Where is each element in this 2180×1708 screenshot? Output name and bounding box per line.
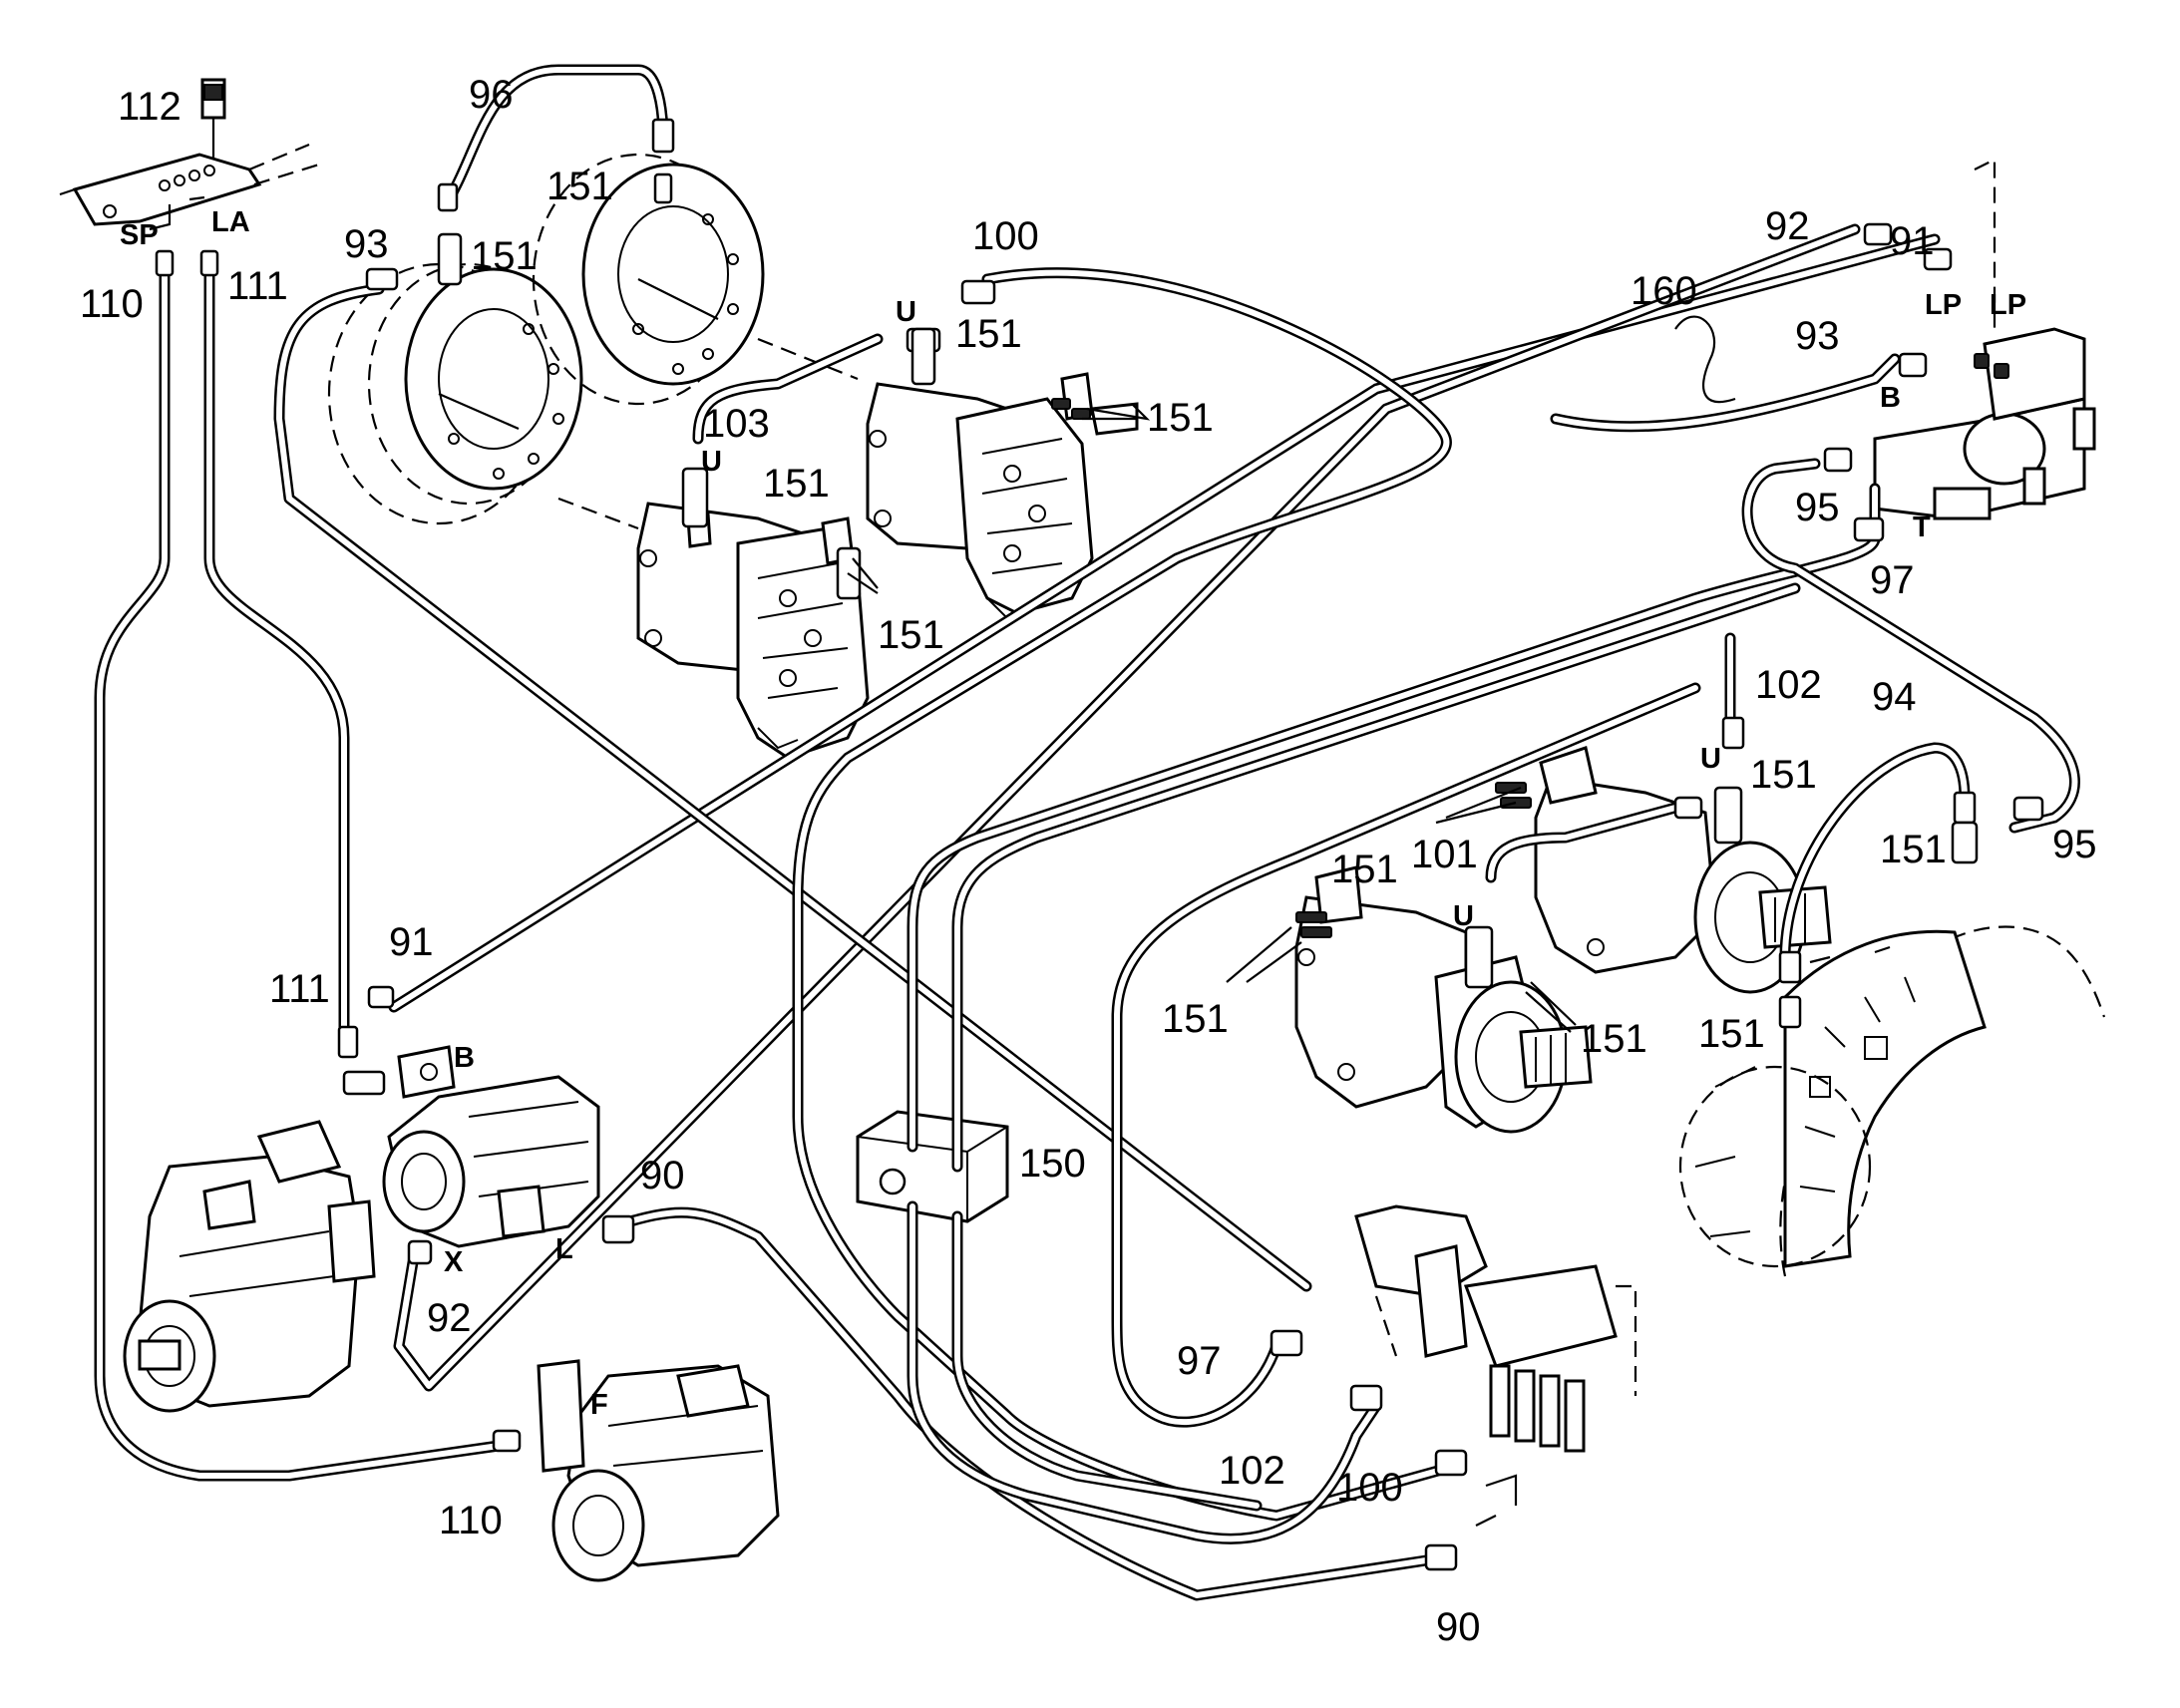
callout-151: 151 xyxy=(1147,396,1214,440)
port-t: T xyxy=(1913,512,1931,543)
callout-95: 95 xyxy=(1795,486,1840,529)
callout-92: 92 xyxy=(1765,204,1810,248)
callout-150: 150 xyxy=(1019,1142,1086,1186)
hydraulic-motor-lower-left xyxy=(1294,865,1593,1134)
fittings xyxy=(155,118,2044,1571)
callout-90: 90 xyxy=(1436,1605,1481,1649)
valve-block-right xyxy=(1873,158,2096,520)
port-u: U xyxy=(896,296,916,328)
port-f: F xyxy=(590,1389,608,1421)
callout-103: 103 xyxy=(703,402,770,446)
port-labels: SP LA U U U U LP LP B T B X L F xyxy=(120,206,2026,1421)
hydraulic-motor-upper-left xyxy=(636,502,870,760)
callout-97: 97 xyxy=(1870,558,1915,602)
callout-151: 151 xyxy=(471,234,538,278)
port-l: L xyxy=(555,1233,573,1265)
callout-93: 93 xyxy=(1795,314,1840,358)
leader-lines xyxy=(847,403,1577,1033)
main-pump-lower xyxy=(537,1359,780,1582)
callout-97: 97 xyxy=(1177,1339,1222,1383)
callout-151: 151 xyxy=(878,613,944,657)
callout-102: 102 xyxy=(1219,1449,1285,1493)
drive-wheel-drums xyxy=(327,153,859,530)
callout-91: 91 xyxy=(389,920,434,964)
port-u: U xyxy=(1453,900,1474,932)
callout-90: 90 xyxy=(640,1154,685,1197)
port-u: U xyxy=(1700,743,1721,775)
control-valve-bank xyxy=(1354,1204,1637,1527)
gear-pump xyxy=(382,1045,600,1248)
main-pump-upper xyxy=(123,1120,376,1413)
hydraulic-motor-lower-right xyxy=(1534,746,1832,994)
callout-110: 110 xyxy=(439,1499,503,1542)
hose-clamp-150 xyxy=(856,1110,1009,1223)
callout-151: 151 xyxy=(546,165,613,208)
callout-95: 95 xyxy=(2052,823,2097,866)
callout-96: 96 xyxy=(469,73,514,117)
callout-100: 100 xyxy=(972,214,1039,258)
callout-92: 92 xyxy=(427,1296,472,1340)
callout-102: 102 xyxy=(1755,663,1822,707)
port-u: U xyxy=(701,446,722,478)
callout-151: 151 xyxy=(1581,1017,1647,1061)
callout-110: 110 xyxy=(80,282,144,326)
mounting-bracket xyxy=(59,78,320,231)
port-sp: SP xyxy=(120,219,159,251)
port-lp: LP xyxy=(1990,289,2026,321)
callout-151: 151 xyxy=(1698,1012,1765,1056)
port-b: B xyxy=(454,1042,475,1074)
callout-151: 151 xyxy=(763,462,830,506)
port-x: X xyxy=(444,1246,464,1278)
hose-network xyxy=(94,64,2080,1601)
callout-101: 101 xyxy=(1411,833,1478,876)
callout-111: 111 xyxy=(227,264,288,308)
callout-160: 160 xyxy=(1631,269,1697,313)
callout-numbers: 112 96 151 93 151 100 92 91 160 93 110 1… xyxy=(80,73,2097,1649)
callout-151: 151 xyxy=(1750,753,1817,797)
callout-151: 151 xyxy=(1331,848,1398,891)
port-lp: LP xyxy=(1925,289,1962,321)
callout-91: 91 xyxy=(1890,219,1935,263)
callout-151: 151 xyxy=(1162,997,1229,1041)
final-drive-wheel xyxy=(1678,925,2106,1277)
port-la: LA xyxy=(211,206,250,238)
callout-94: 94 xyxy=(1872,675,1917,719)
callout-151: 151 xyxy=(955,312,1022,356)
callout-111: 111 xyxy=(269,967,330,1011)
callout-100: 100 xyxy=(1336,1466,1403,1510)
callout-93: 93 xyxy=(344,222,389,266)
hydraulic-motor-upper-right xyxy=(866,372,1139,620)
port-b: B xyxy=(1880,382,1901,414)
callout-151: 151 xyxy=(1880,828,1947,871)
callout-112: 112 xyxy=(118,85,182,129)
